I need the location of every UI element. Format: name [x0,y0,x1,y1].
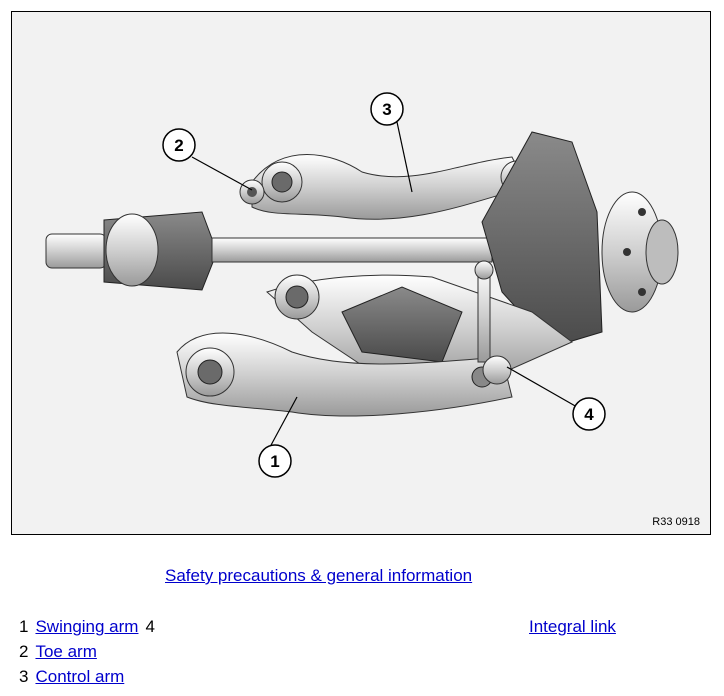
svg-text:4: 4 [584,405,594,424]
legend-number: 4 [145,617,155,636]
integral-link-link[interactable]: Integral link [529,617,616,636]
legend-number: 3 [19,667,29,686]
toe-arm [239,179,265,205]
swinging-arm [176,332,513,417]
callout-1: 1 [258,444,292,478]
figure-code: R33 0918 [652,516,700,528]
lower-arm [266,274,573,383]
integral-link [474,260,512,385]
control-arm-link[interactable]: Control arm [35,667,125,686]
wheel-carrier [481,131,679,348]
legend-number: 1 [19,617,29,636]
callout-2: 2 [162,128,196,162]
leader-lines [191,121,578,448]
drive-shaft [45,211,493,291]
toe-arm-link[interactable]: Toe arm [35,642,97,661]
suspension-illustration: 1 2 3 4 [45,92,679,478]
svg-text:3: 3 [382,100,391,119]
legend-item-3: 3 Control arm [19,666,124,688]
legend-item-1: 1 Swinging arm 4 [19,616,155,638]
legend-item-2: 2 Toe arm [19,641,97,663]
svg-text:2: 2 [174,136,183,155]
suspension-diagram: 1 2 3 4 R33 0918 [11,11,711,535]
safety-precautions-link[interactable]: Safety precautions & general information [165,566,473,585]
svg-text:1: 1 [270,452,279,471]
callout-3: 3 [370,92,404,126]
swinging-arm-link[interactable]: Swinging arm [35,617,139,636]
legend-number: 2 [19,642,29,661]
callout-4: 4 [572,397,606,431]
